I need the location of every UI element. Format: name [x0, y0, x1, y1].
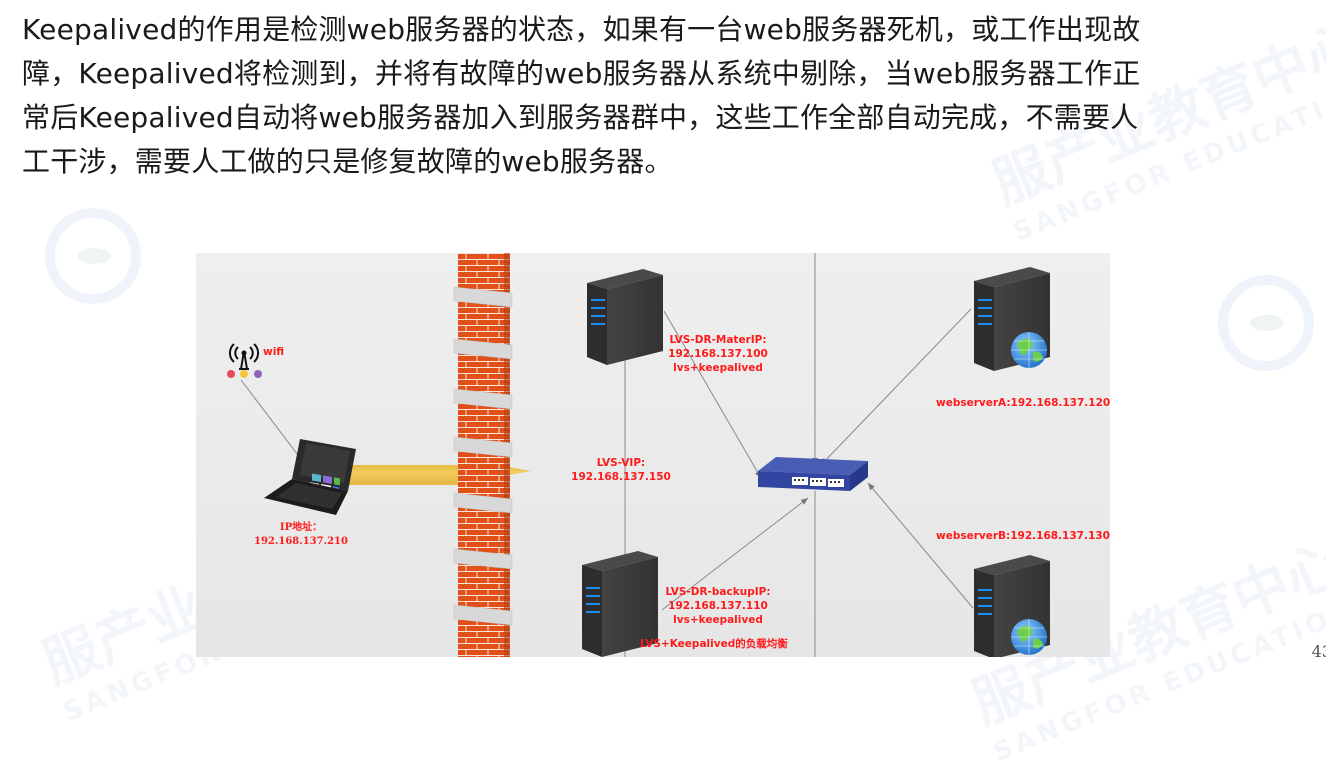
- client-ip-value: 192.168.137.210: [254, 536, 348, 547]
- status-dot-purple: [254, 370, 262, 378]
- link-wifi-laptop: [240, 379, 305, 464]
- link-webA-switch: [820, 308, 972, 466]
- client-ip-title: IP地址：: [279, 522, 323, 533]
- firewall-icon: [453, 253, 513, 657]
- paragraph-line: Keepalived的作用是检测web服务器的状态，如果有一台web服务器死机，…: [22, 13, 1141, 46]
- diagram-canvas: [227, 253, 1050, 657]
- wifi-label: wifi: [263, 346, 285, 358]
- lvs-backup-server-icon: [582, 551, 658, 657]
- watermark-logo: [45, 208, 141, 304]
- backup-title: LVS-DR-backupIP:: [665, 586, 771, 598]
- paragraph-line: 障，Keepalived将检测到，并将有故障的web服务器从系统中剔除，当web…: [22, 57, 1141, 90]
- webserver-a-label: webserverA:192.168.137.120: [936, 397, 1110, 409]
- master-title: LVS-DR-MaterIP:: [669, 334, 767, 346]
- lvs-master-server-icon: [587, 269, 663, 365]
- network-switch-icon: [758, 457, 868, 491]
- vip-label: LVS-VIP: 192.168.137.150: [566, 456, 676, 484]
- network-diagram: wifi IP地址： 192.168.137.210 LVS-VIP: 192.…: [196, 253, 1110, 657]
- diagram-caption: LVS+Keepalived的负载均衡: [640, 638, 788, 650]
- globe-icon: [1011, 619, 1047, 655]
- status-dot-red: [227, 370, 235, 378]
- connection-lines: [240, 253, 974, 657]
- vip-title: LVS-VIP:: [596, 457, 646, 469]
- paragraph-line: 工干涉，需要人工做的只是修复故障的web服务器。: [22, 145, 673, 178]
- link-master-switch: [663, 310, 762, 479]
- globe-icon: [1011, 332, 1047, 368]
- status-dot-yellow: [240, 370, 248, 378]
- master-label: LVS-DR-MaterIP: 192.168.137.100 lvs+keep…: [658, 333, 778, 375]
- paragraph-line: 常后Keepalived自动将web服务器加入到服务器群中，这些工作全部自动完成…: [22, 101, 1139, 134]
- laptop-icon: [264, 439, 356, 515]
- master-ip: 192.168.137.100: [668, 348, 768, 360]
- backup-ip: 192.168.137.110: [668, 600, 768, 612]
- client-ip-label: IP地址： 192.168.137.210: [246, 521, 356, 549]
- link-webB-switch: [867, 482, 974, 609]
- backup-role: lvs+keepalived: [673, 614, 763, 626]
- vip-value: 192.168.137.150: [571, 471, 671, 483]
- wifi-antenna-icon: [228, 343, 260, 370]
- page-number: 43: [1311, 642, 1326, 661]
- description-paragraph: Keepalived的作用是检测web服务器的状态，如果有一台web服务器死机，…: [22, 8, 1322, 184]
- webserver-b-label: webserverB:192.168.137.130: [936, 530, 1110, 542]
- backup-label: LVS-DR-backupIP: 192.168.137.110 lvs+kee…: [658, 585, 778, 627]
- link-backup-switch: [661, 497, 809, 611]
- master-role: lvs+keepalived: [673, 362, 763, 374]
- watermark-logo: [1218, 275, 1314, 371]
